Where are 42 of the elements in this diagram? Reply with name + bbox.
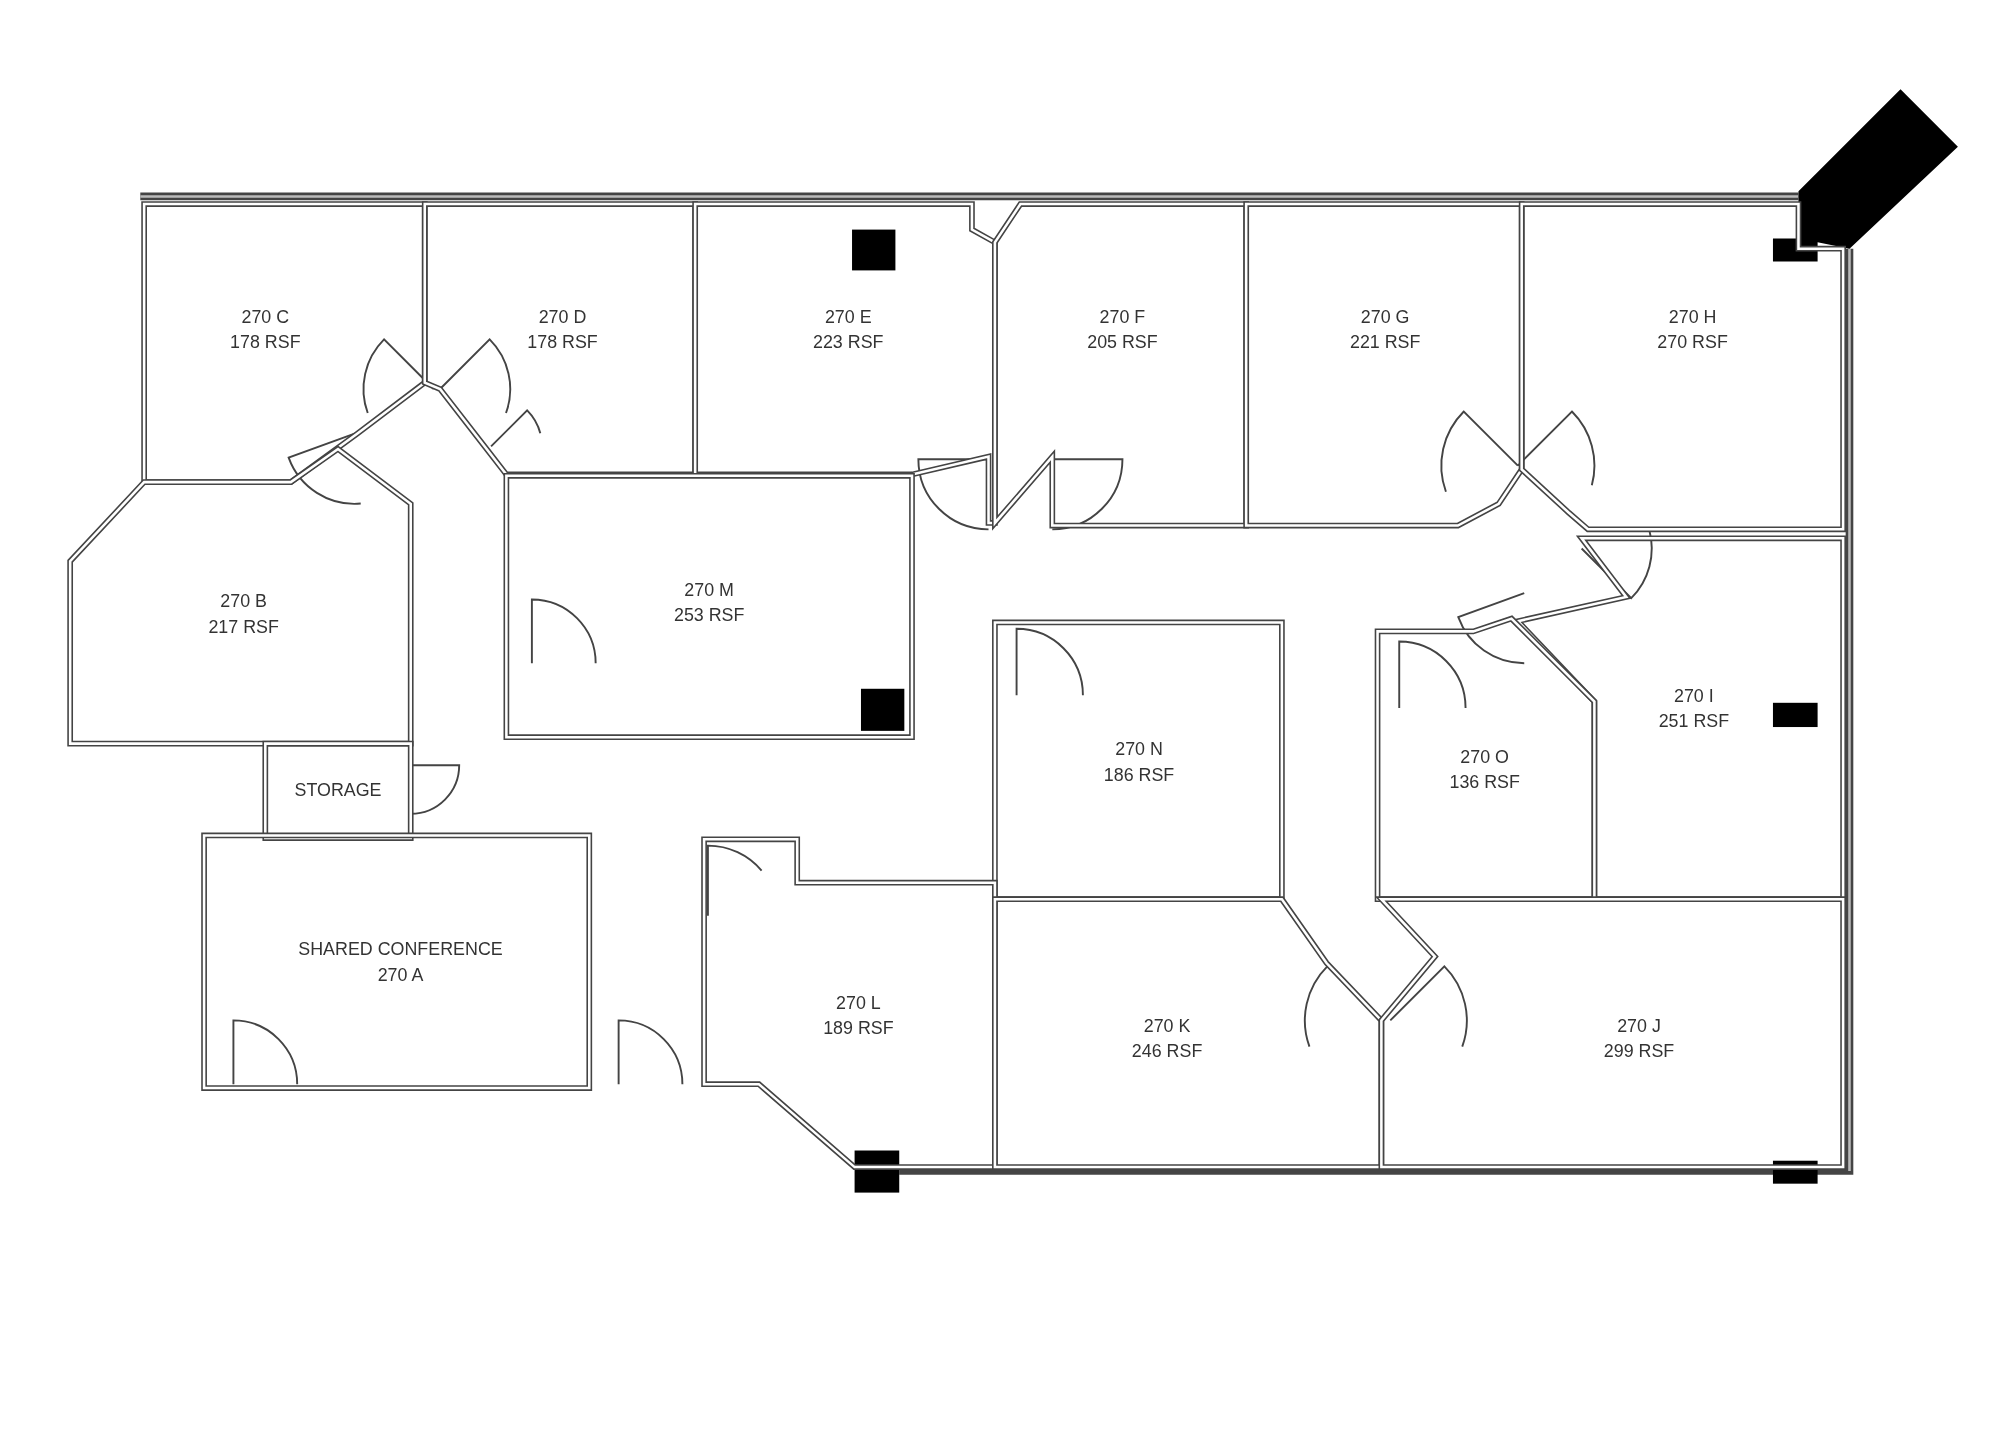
room-name: 270 O bbox=[1460, 745, 1509, 769]
room-outline bbox=[1519, 201, 1846, 532]
room-outline bbox=[992, 896, 1384, 1170]
room-name: 270 G bbox=[1360, 305, 1410, 329]
room-area: 189 RSF bbox=[823, 1015, 894, 1041]
room-outline bbox=[1243, 201, 1525, 529]
room-area: 246 RSF bbox=[1131, 1038, 1203, 1064]
room-area: 270 A bbox=[377, 961, 424, 988]
room-area: 223 RSF bbox=[813, 329, 884, 355]
room-name: 270 J bbox=[1617, 1014, 1661, 1038]
room-outline bbox=[262, 741, 414, 841]
room-name: 270 D bbox=[538, 305, 587, 329]
room-area: 270 RSF bbox=[1657, 329, 1728, 355]
room-name: 270 C bbox=[241, 305, 290, 329]
room-outline bbox=[67, 446, 414, 747]
room-outline bbox=[1378, 896, 1846, 1170]
room-outline bbox=[201, 832, 592, 1091]
room-area: 186 RSF bbox=[1103, 761, 1175, 787]
room-outline bbox=[1375, 616, 1597, 902]
room-area: 217 RSF bbox=[208, 613, 279, 640]
room-name: SHARED CONFERENCE bbox=[298, 937, 503, 962]
room-area: 178 RSF bbox=[527, 329, 598, 355]
room-outline bbox=[692, 201, 998, 526]
room-name: 270 K bbox=[1143, 1014, 1191, 1038]
room-area: 205 RSF bbox=[1087, 329, 1158, 355]
room-name: 270 E bbox=[824, 305, 872, 329]
room-area: 253 RSF bbox=[673, 602, 745, 628]
room-name: 270 L bbox=[836, 991, 881, 1015]
room-name: 270 H bbox=[1668, 305, 1717, 329]
room-area: 251 RSF bbox=[1658, 707, 1730, 734]
room-outline bbox=[503, 473, 915, 740]
room-area: 178 RSF bbox=[230, 329, 301, 355]
room-name: 270 M bbox=[684, 578, 734, 602]
room-name: 270 I bbox=[1674, 683, 1714, 708]
room-area: 299 RSF bbox=[1603, 1038, 1675, 1064]
room-name: STORAGE bbox=[294, 778, 382, 802]
room-area: 136 RSF bbox=[1449, 769, 1520, 795]
room-name: 270 F bbox=[1099, 305, 1146, 329]
room-name: 270 B bbox=[220, 589, 267, 613]
room-area: 221 RSF bbox=[1349, 329, 1421, 355]
room-name: 270 N bbox=[1115, 737, 1163, 761]
room-outline bbox=[701, 836, 998, 1170]
